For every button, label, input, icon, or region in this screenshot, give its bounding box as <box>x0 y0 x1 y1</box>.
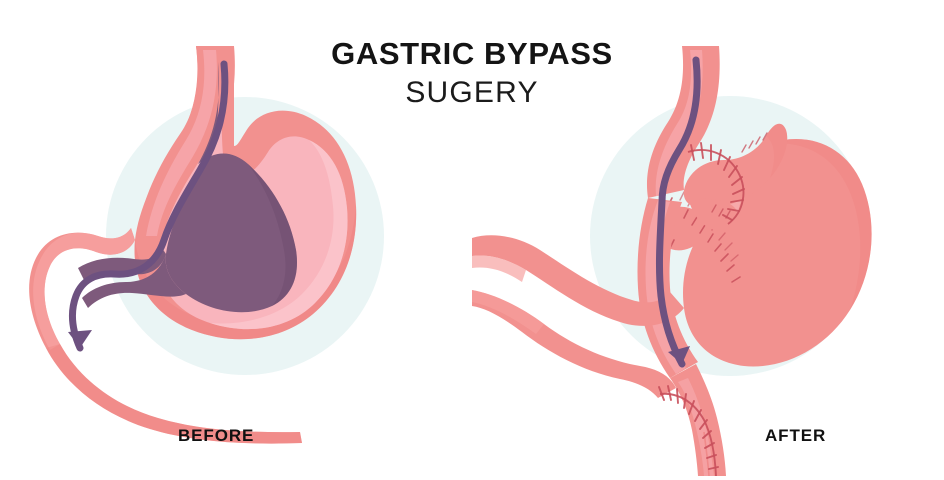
duodenum-jejunum-before <box>29 228 303 444</box>
biliopancreatic-limb <box>472 235 684 398</box>
after-illustration <box>472 46 872 477</box>
roux-limb <box>637 198 698 378</box>
caption-before: BEFORE <box>178 426 255 445</box>
panel-before <box>29 46 384 444</box>
caption-after: AFTER <box>765 426 827 445</box>
food-path-arrow-before <box>68 60 229 352</box>
food-path-arrow-after <box>655 56 701 368</box>
pouch-suture-line <box>687 142 745 225</box>
gastric-pouch <box>683 123 788 232</box>
jejunojejunal-anastomosis <box>658 364 726 477</box>
esophagus-before <box>136 46 235 238</box>
esophagus-after <box>646 46 720 198</box>
panel-after <box>472 0 944 480</box>
before-illustration <box>29 46 384 444</box>
anastomosis-suture-line <box>658 385 719 470</box>
